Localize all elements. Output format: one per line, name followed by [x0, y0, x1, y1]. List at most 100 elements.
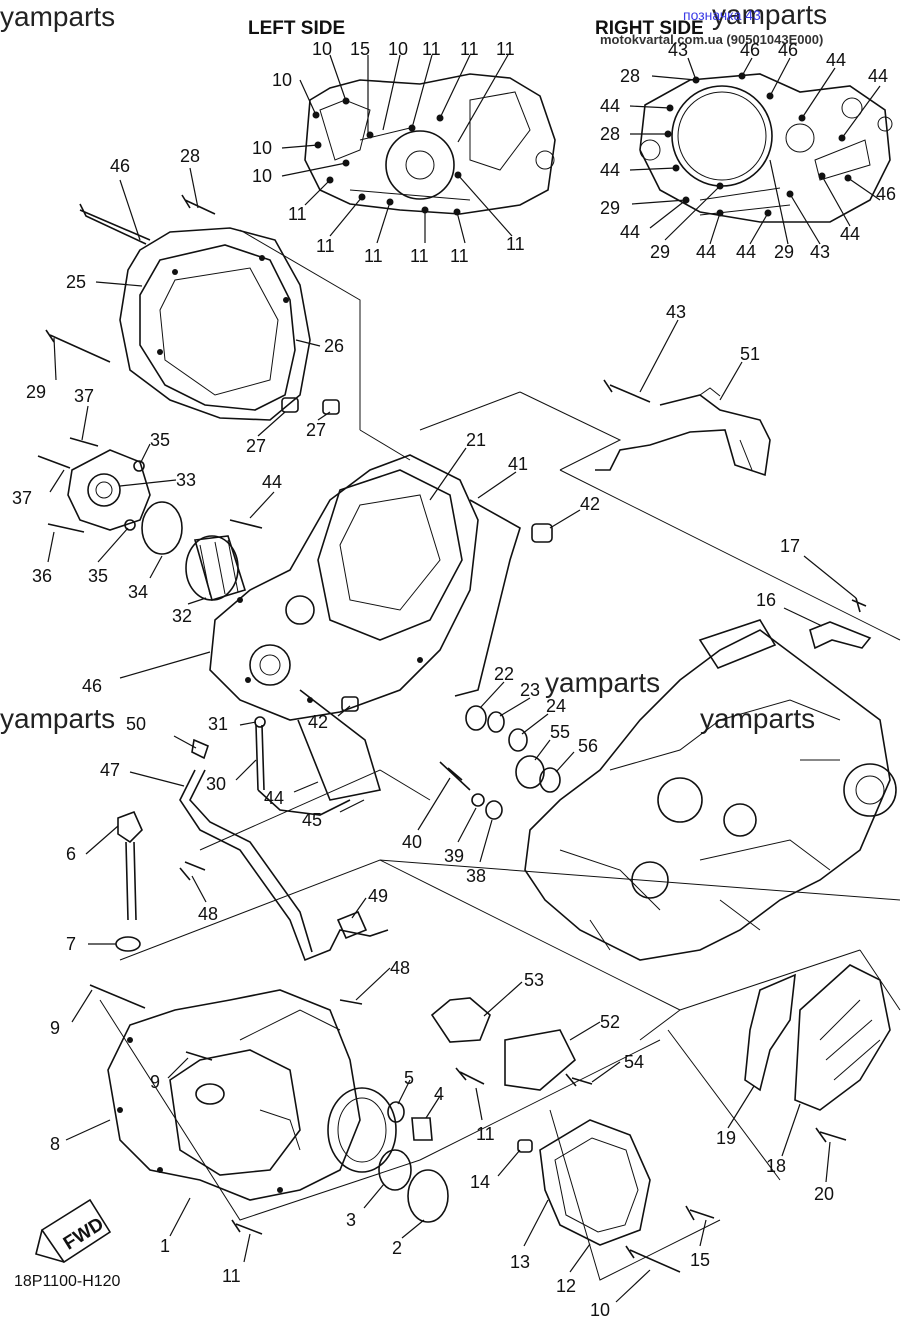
- callout: 21: [466, 430, 486, 450]
- callout: 20: [814, 1184, 834, 1204]
- callout: 11: [410, 246, 429, 266]
- crankcase-cover-left: [209, 454, 521, 801]
- callout: 11: [364, 246, 383, 266]
- callout: 54: [624, 1052, 644, 1072]
- callout: 10: [590, 1300, 610, 1320]
- callout: 31: [208, 714, 228, 734]
- callout: 46: [740, 40, 760, 60]
- callout: 38: [466, 866, 486, 886]
- callout: 15: [350, 39, 370, 59]
- callout: 45: [302, 810, 322, 830]
- callout: 43: [668, 40, 688, 60]
- callout: 46: [110, 156, 130, 176]
- watermark: yamparts: [545, 667, 660, 698]
- callout: 17: [780, 536, 800, 556]
- callout: 29: [650, 242, 670, 262]
- callout: 44: [262, 472, 282, 492]
- callout: 30: [206, 774, 226, 794]
- callout: 11: [476, 1124, 495, 1144]
- clutch-cover-group: [45, 194, 340, 421]
- callout: 44: [868, 66, 888, 86]
- callout: 29: [774, 242, 794, 262]
- watermark: yamparts: [0, 1, 115, 32]
- callout: 51: [740, 344, 760, 364]
- callout: 33: [176, 470, 196, 490]
- main-callouts: 46 28 25 26 29 27 27 37 35 33 37 34 35 3…: [12, 146, 834, 1320]
- callout: 44: [840, 224, 860, 244]
- drawing-code: 18P1100-H120: [14, 1273, 121, 1290]
- callout: 44: [620, 222, 640, 242]
- callout: 42: [580, 494, 600, 514]
- watermark: yamparts: [700, 703, 815, 734]
- callout: 46: [778, 40, 798, 60]
- callout: 9: [50, 1018, 60, 1038]
- callout: 44: [600, 160, 620, 180]
- right-side-heading: RIGHT SIDE: [595, 18, 704, 39]
- callout: 11: [506, 234, 525, 254]
- callout: 5: [404, 1068, 414, 1088]
- callout: 29: [26, 382, 46, 402]
- callout: 9: [150, 1072, 160, 1092]
- callout: 11: [316, 236, 335, 256]
- callout: 11: [422, 39, 441, 59]
- callout: 49: [368, 886, 388, 906]
- callout: 10: [272, 70, 292, 90]
- callout: 55: [550, 722, 570, 742]
- callout: 23: [520, 680, 540, 700]
- callout: 28: [620, 66, 640, 86]
- cable-bracket: [809, 597, 872, 650]
- callout: 46: [82, 676, 102, 696]
- callout: 26: [324, 336, 344, 356]
- seal-set: [341, 523, 561, 820]
- callout: 52: [600, 1012, 620, 1032]
- breather-hose-group: [595, 379, 771, 477]
- callout: 10: [252, 138, 272, 158]
- callout: 42: [308, 712, 328, 732]
- callout: 14: [470, 1172, 490, 1192]
- callout: 43: [810, 242, 830, 262]
- left-side-crankcase: 10 15 10 11 11 11 10 10 10 11 11 11 11 1…: [252, 39, 556, 266]
- assembly-frame-lines: [99, 229, 901, 1281]
- sprocket-cover-group: [430, 997, 715, 1273]
- main-leader-lines: [47, 167, 857, 1303]
- oil-line-group: [115, 716, 389, 1005]
- callout: 28: [600, 124, 620, 144]
- engine-block: [524, 619, 897, 961]
- callout: 35: [88, 566, 108, 586]
- callout: 36: [32, 566, 52, 586]
- callout: 27: [306, 420, 326, 440]
- callout: 2: [392, 1238, 402, 1258]
- oil-filter-group: [37, 437, 247, 602]
- callout: 3: [346, 1210, 356, 1230]
- reference-link[interactable]: позначка 43: [683, 7, 761, 23]
- callout: 7: [66, 934, 76, 954]
- callout: 12: [556, 1276, 576, 1296]
- callout: 44: [600, 96, 620, 116]
- callout: 11: [450, 246, 469, 266]
- callout: 1: [160, 1236, 170, 1256]
- callout: 6: [66, 844, 76, 864]
- watermark: yamparts: [0, 703, 115, 734]
- callout: 44: [736, 242, 756, 262]
- callout: 24: [546, 696, 566, 716]
- right-side-crankcase: 43 46 46 44 28 44 44 28 44 29 44 29 44 4…: [600, 40, 896, 262]
- callout: 34: [128, 582, 148, 602]
- callout: 43: [666, 302, 686, 322]
- chain-guide-group: [744, 964, 891, 1143]
- callout: 50: [126, 714, 146, 734]
- inspection-plugs: [231, 1067, 485, 1235]
- callout: 10: [388, 39, 408, 59]
- callout: 11: [222, 1266, 241, 1286]
- callout: 48: [390, 958, 410, 978]
- callout: 11: [288, 204, 307, 224]
- callout: 48: [198, 904, 218, 924]
- callout: 15: [690, 1250, 710, 1270]
- callout: 8: [50, 1134, 60, 1154]
- callout: 4: [434, 1084, 444, 1104]
- callout: 53: [524, 970, 544, 990]
- callout: 47: [100, 760, 120, 780]
- callout: 18: [766, 1156, 786, 1176]
- callout: 56: [578, 736, 598, 756]
- callout: 32: [172, 606, 192, 626]
- callout: 44: [826, 50, 846, 70]
